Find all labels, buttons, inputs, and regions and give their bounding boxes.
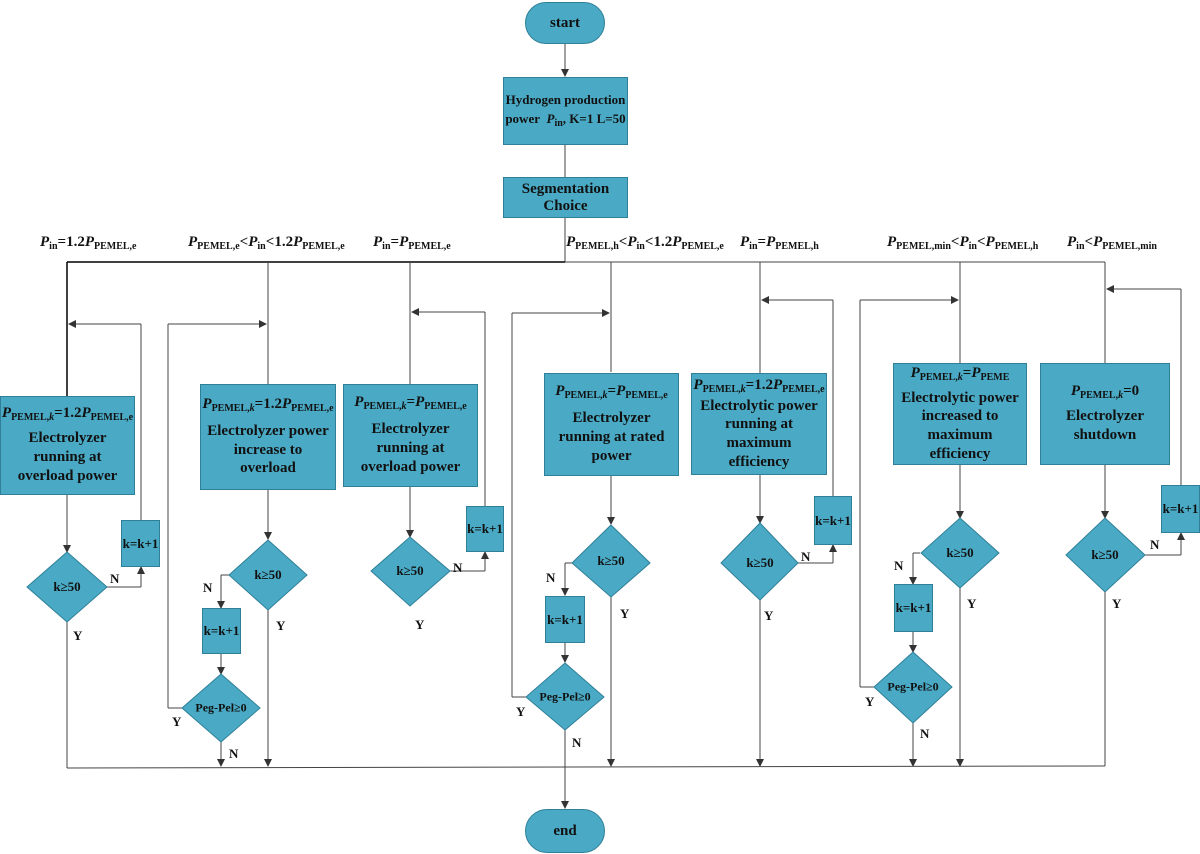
start-terminal: start — [525, 2, 605, 44]
process-text-6: Electrolytic power increased to maximum … — [901, 389, 1019, 462]
no-label-peg-6: N — [920, 726, 930, 741]
process-box-4: PPEMEL,k=PPEMEL,e Electrolyzer running a… — [544, 373, 679, 476]
process-box-2: PPEMEL,k=1.2PPEMEL,e Electrolyzer power … — [200, 384, 336, 490]
increment-box-5: k=k+1 — [814, 496, 852, 545]
branch-condition-5: Pin=PPEMEL,h — [740, 234, 819, 252]
decision-k-1 — [26, 551, 108, 623]
increment-box-4: k=k+1 — [545, 596, 585, 643]
segmentation-box: Segmentation Choice — [503, 177, 628, 218]
branch-condition-4: PPEMEL,h<Pin<1.2PPEMEL,e — [566, 234, 724, 252]
process-box-1: PPEMEL,k=1.2PPEMEL,e Electrolyzer runnin… — [0, 396, 135, 495]
no-label-4: N — [546, 570, 556, 585]
increment-box-7: k=k+1 — [1161, 485, 1200, 533]
decision-k-text-5: k≥50 — [746, 555, 774, 570]
no-label-6: N — [894, 558, 904, 573]
yes-label-2: Y — [276, 618, 286, 633]
decision-peg-text-2: Peg-Pel≥0 — [195, 700, 247, 715]
increment-box-2: k=k+1 — [202, 608, 241, 654]
start-label: start — [550, 14, 580, 31]
increment-box-1: k=k+1 — [121, 520, 160, 567]
segmentation-label: Segmentation Choice — [521, 180, 610, 214]
process-formula-2: PPEMEL,k=1.2PPEMEL,e — [202, 395, 334, 414]
process-formula-1: PPEMEL,k=1.2PPEMEL,e — [1, 405, 134, 424]
init-box: Hydrogen production power Pin, K=1 L=50 — [503, 77, 628, 145]
decision-k-text-3: k≥50 — [396, 563, 424, 578]
no-label-5: N — [801, 549, 811, 564]
decision-peg-text-4: Peg-Pel≥0 — [539, 689, 591, 704]
decision-k-text-2: k≥50 — [254, 567, 282, 582]
yes-label-peg-4: Y — [516, 704, 526, 719]
process-box-6: PPEMEL,k=PPEME Electrolytic power increa… — [893, 363, 1027, 465]
decision-peg-2 — [181, 673, 261, 743]
no-label-3: N — [453, 560, 463, 575]
no-label-7: N — [1150, 537, 1160, 552]
decision-k-text-7: k≥50 — [1091, 547, 1119, 562]
yes-label-1: Y — [73, 628, 83, 643]
yes-label-5: Y — [764, 608, 774, 623]
decision-k-4 — [571, 524, 651, 598]
no-label-peg-4: N — [572, 735, 582, 750]
increment-box-3: k=k+1 — [466, 506, 504, 552]
process-text-2: Electrolyzer power increase to overload — [207, 422, 329, 477]
branch-condition-1: Pin=1.2PPEMEL,e — [40, 234, 137, 252]
yes-label-4: Y — [620, 606, 630, 621]
end-terminal: end — [525, 809, 605, 853]
process-text-3: Electrolyzer running at overload power — [360, 421, 461, 475]
branch-condition-7: Pin<PPEMEL,min — [1067, 234, 1157, 252]
decision-k-5 — [720, 522, 799, 601]
decision-k-3 — [370, 536, 451, 607]
end-label: end — [553, 822, 577, 839]
process-box-7: PPEMEL,k=0 Electrolyzer shutdown — [1040, 363, 1170, 465]
decision-k-text-6: k≥50 — [946, 545, 974, 560]
process-formula-6: PPEMEL,k=PPEME — [910, 364, 1010, 383]
yes-label-6: Y — [967, 596, 977, 611]
process-formula-7: PPEMEL,k=0 — [1070, 383, 1140, 402]
decision-k-7 — [1065, 517, 1146, 593]
init-line2: power Pin, K=1 L=50 — [505, 110, 626, 129]
branch-condition-2: PPEMEL,e<Pin<1.2PPEMEL,e — [188, 234, 345, 252]
decision-k-text-1: k≥50 — [53, 579, 81, 594]
decision-k-6 — [920, 517, 1000, 589]
no-label-2: N — [203, 580, 213, 595]
yes-label-peg-2: Y — [172, 714, 182, 729]
decision-peg-4 — [525, 662, 605, 731]
increment-box-6: k=k+1 — [894, 584, 933, 632]
no-label-1: N — [110, 571, 120, 586]
process-text-7: Electrolyzer shutdown — [1065, 408, 1144, 443]
process-text-4: Electrolyzer running at rated power — [558, 410, 665, 464]
init-line1: Hydrogen production — [505, 92, 626, 108]
process-text-5: Electrolytic power running at maximum ef… — [700, 397, 818, 470]
no-label-peg-2: N — [229, 746, 239, 761]
process-text-1: Electrolyzer running at overload power — [17, 430, 118, 484]
yes-label-peg-6: Y — [865, 694, 875, 709]
process-formula-3: PPEMEL,k=PPEMEL,e — [354, 394, 467, 413]
decision-peg-text-6: Peg-Pel≥0 — [887, 679, 939, 694]
branch-condition-3: Pin=PPEMEL,e — [373, 234, 451, 252]
yes-label-7: Y — [1112, 596, 1122, 611]
process-box-5: PPEMEL,k=1.2PPEMEL,e Electrolytic power … — [691, 373, 827, 475]
yes-label-3: Y — [415, 617, 425, 632]
decision-k-text-4: k≥50 — [597, 553, 625, 568]
branch-condition-6: PPEMEL,min<Pin<PPEMEL,h — [887, 234, 1039, 252]
decision-peg-6 — [873, 651, 953, 724]
process-box-3: PPEMEL,k=PPEMEL,e Electrolyzer running a… — [343, 384, 478, 487]
process-formula-5: PPEMEL,k=1.2PPEMEL,e — [693, 376, 825, 395]
process-formula-4: PPEMEL,k=PPEMEL,e — [555, 383, 668, 402]
decision-k-2 — [228, 539, 308, 611]
